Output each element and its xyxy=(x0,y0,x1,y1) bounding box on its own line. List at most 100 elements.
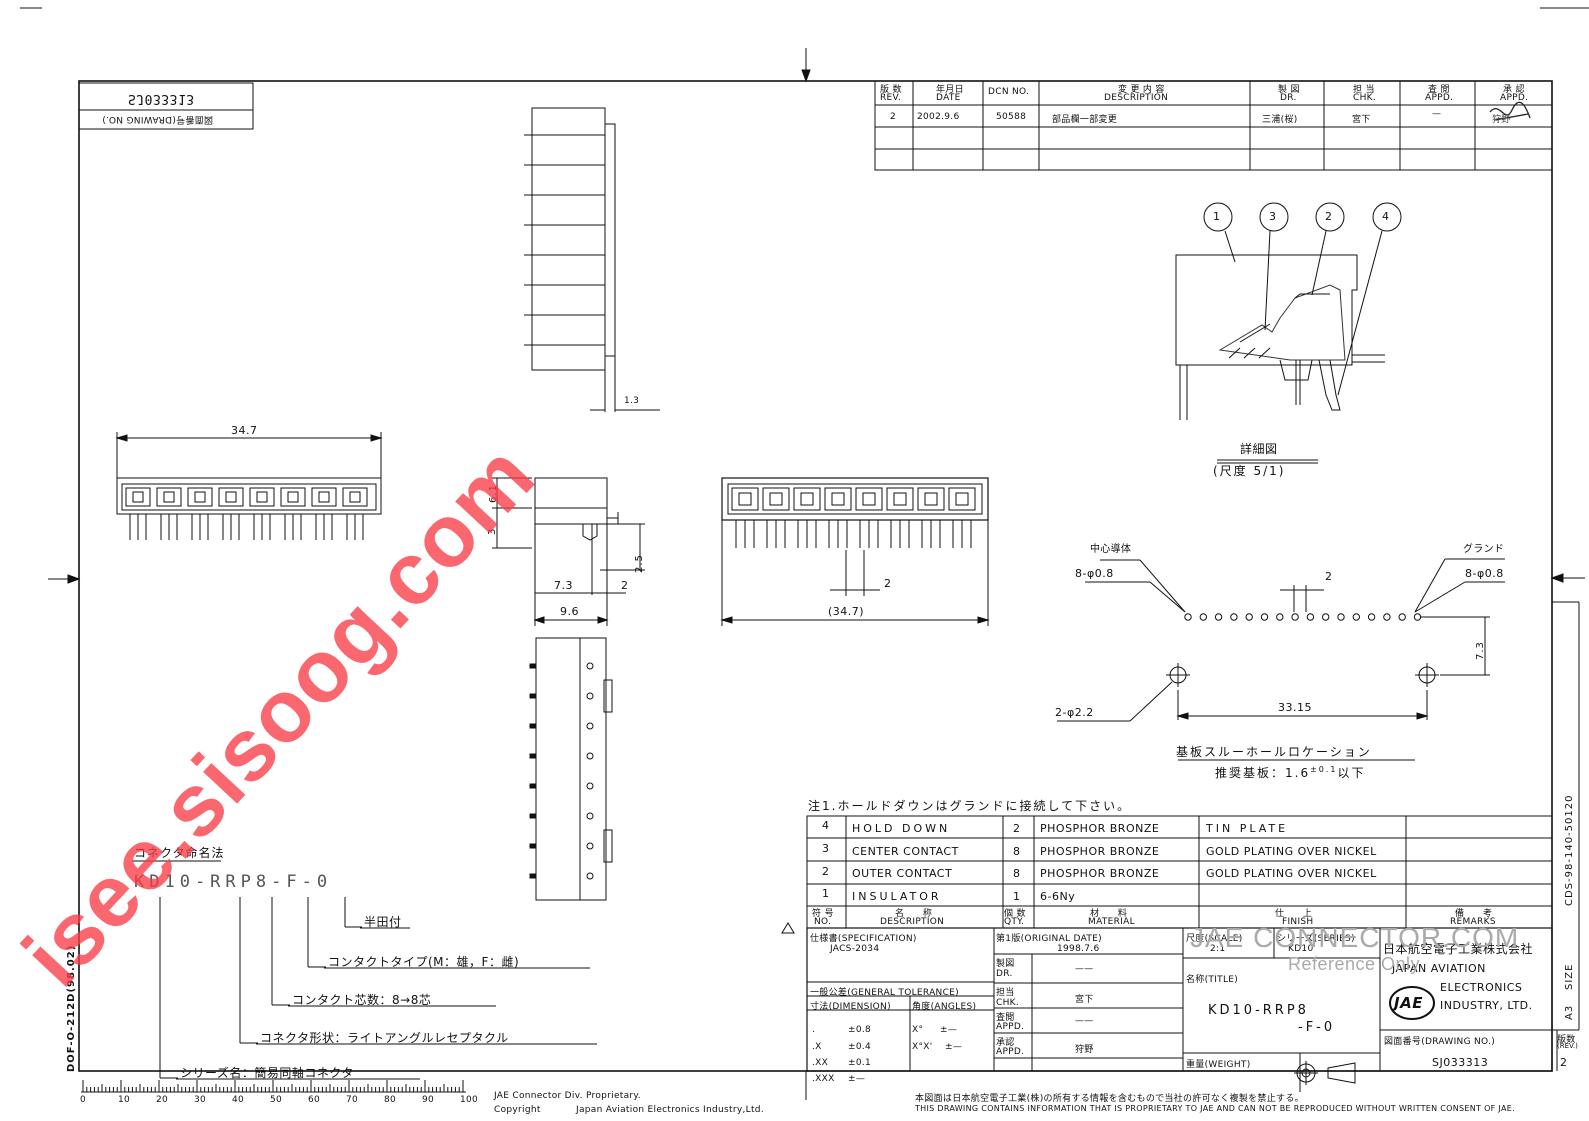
rev-header-en: REV. xyxy=(880,93,901,103)
naming-item-pins: コンタクト芯数：8→8芯 xyxy=(292,993,432,1007)
dim-9-6: 9.6 xyxy=(560,605,579,618)
scale-label: 尺度(SCALE) xyxy=(1186,934,1243,944)
pcb-through-hole xyxy=(1184,613,1192,621)
hole-left-label: 8-φ0.8 xyxy=(1075,567,1114,580)
naming-item-solder: 半田付 xyxy=(364,915,402,929)
front-contact-core xyxy=(163,491,175,503)
bottom-pin xyxy=(529,663,537,669)
chk-header-en: CHK. xyxy=(1353,93,1377,103)
company-jp: 日本航空電子工業株式会社 xyxy=(1383,942,1534,956)
naming-part-code: KD10-RRP8-F-0 xyxy=(134,872,333,892)
hole-right-label: 8-φ0.8 xyxy=(1465,567,1504,580)
bottom-pin xyxy=(529,873,537,879)
pcb-through-hole xyxy=(1245,613,1253,621)
part-4-material: PHOSPHOR BRONZE xyxy=(1040,822,1160,835)
front-contact-cell xyxy=(125,487,151,507)
dr-value: —— xyxy=(1075,964,1094,974)
part-2-desc: OUTER CONTACT xyxy=(852,867,953,880)
part-2-finish: GOLD PLATING OVER NICKEL xyxy=(1206,867,1377,880)
dim-front-34-7: 34.7 xyxy=(231,424,258,437)
appd1-jp: 査閲 xyxy=(996,1013,1015,1023)
part-4-finish: TIN PLATE xyxy=(1206,822,1289,835)
tol-1-b: ±0.4 xyxy=(848,1042,872,1052)
part-2-no: 2 xyxy=(822,865,830,878)
drawing-no-label: 図面番号(DRAWING NO.) xyxy=(1384,1037,1496,1047)
naming-title: コネクタ命名法 xyxy=(134,846,225,860)
pcb-rec-text: 推奨基板：1.6 xyxy=(1215,766,1311,780)
pcb-through-hole xyxy=(1230,613,1238,621)
balloon-2: 2 xyxy=(1325,210,1333,223)
front-contact-core xyxy=(225,491,237,503)
dim-7-3: 7.3 xyxy=(554,579,573,592)
rev-header-jp: 版 数 xyxy=(880,85,902,95)
hdr-rem-en: REMARKS xyxy=(1450,917,1496,927)
title-value-2: -F-0 xyxy=(1298,1020,1336,1035)
dimension-label: 寸法(DIMENSION) xyxy=(810,1002,891,1012)
rev-value: 2 xyxy=(890,112,897,122)
appd-header-en: APPD. xyxy=(1425,93,1454,103)
date-header-jp: 年月日 xyxy=(936,85,964,95)
pcb-through-hole xyxy=(1367,613,1376,621)
rear-contact-core xyxy=(924,492,938,506)
balloon-4: 4 xyxy=(1382,210,1390,223)
naming-item-series: シリーズ名：簡易同軸コネクタ xyxy=(180,1066,354,1080)
pcb-7-3: 7.3 xyxy=(1475,641,1486,660)
hdr-no-en: NO. xyxy=(814,917,832,927)
part-1-no: 1 xyxy=(822,887,830,900)
bottom-contact-dot xyxy=(586,752,594,760)
part-1-qty: 1 xyxy=(1013,890,1021,903)
rear-contact-cell xyxy=(824,487,852,511)
bottom-contact-dot xyxy=(586,662,594,670)
pcb-through-hole xyxy=(1398,613,1406,621)
tol-2-b: ±0.1 xyxy=(848,1058,872,1068)
tol-2-a: .XX xyxy=(812,1058,829,1068)
drawing-no: SJ033313 xyxy=(1432,1056,1489,1069)
spec-value: JACS-2034 xyxy=(830,944,880,954)
rear-contact-cell xyxy=(948,487,976,511)
front-contact-cell xyxy=(218,487,244,507)
dim-side-2: 2 xyxy=(621,579,629,592)
naming-item-contact-type: コンタクトタイプ(M：雄，F：雌) xyxy=(328,955,520,969)
rear-contact-core xyxy=(800,492,814,506)
appd2-header-jp: 承 認 xyxy=(1503,85,1525,95)
ruler-label: 0 xyxy=(80,1095,87,1105)
bottom-pin xyxy=(529,693,537,699)
pcb-rec: 推奨基板：1.6±0.1以下 xyxy=(1215,764,1366,781)
pcb-through-hole xyxy=(1337,613,1345,621)
part-4-qty: 2 xyxy=(1013,822,1021,835)
balloon-3: 3 xyxy=(1269,210,1277,223)
ground-label: グランド xyxy=(1463,544,1505,555)
appd1-en: APPD. xyxy=(996,1022,1025,1032)
hdr-qty-en: QTY. xyxy=(1004,917,1025,927)
chk-header-jp: 担 当 xyxy=(1353,85,1375,95)
hdr-no-jp: 符 号 xyxy=(812,909,834,919)
rear-contact-cell xyxy=(917,487,945,511)
size-value: A3 xyxy=(1564,1004,1575,1020)
front-contact-core xyxy=(256,491,268,503)
bottom-pin xyxy=(529,813,537,819)
pcb-through-hole xyxy=(1214,613,1223,621)
rear-contact-core xyxy=(893,492,907,506)
side-code: CDS-98-140-50120 xyxy=(1564,794,1575,906)
title-label: 名称(TITLE) xyxy=(1186,975,1239,985)
rear-contact-cell xyxy=(762,487,790,511)
bottom-pin xyxy=(529,783,537,789)
chk-en: CHK. xyxy=(996,998,1020,1008)
rev-dr: 三浦(桜) xyxy=(1262,115,1298,125)
tol-1-c: X°X' xyxy=(912,1042,933,1052)
appd2-value: 狩野 xyxy=(1075,1045,1094,1055)
bottom-contact-dot xyxy=(586,872,594,880)
dim-2-5: 2.5 xyxy=(634,554,645,573)
bottom-contact-dot xyxy=(586,782,594,790)
pcb-through-hole xyxy=(1199,613,1208,621)
rev-label: 版数 xyxy=(1557,1035,1576,1045)
rear-contact-cell xyxy=(855,487,883,511)
angles-label: 角度(ANGLES) xyxy=(912,1002,977,1012)
ruler-label: 20 xyxy=(156,1095,169,1105)
rev-value-final: 2 xyxy=(1560,1056,1568,1069)
ruler-label: 50 xyxy=(270,1095,283,1105)
appd2-en: APPD. xyxy=(996,1047,1025,1057)
balloon-1: 1 xyxy=(1213,210,1221,223)
part-1-desc: INSULATOR xyxy=(852,890,942,903)
ruler-label: 90 xyxy=(422,1095,435,1105)
